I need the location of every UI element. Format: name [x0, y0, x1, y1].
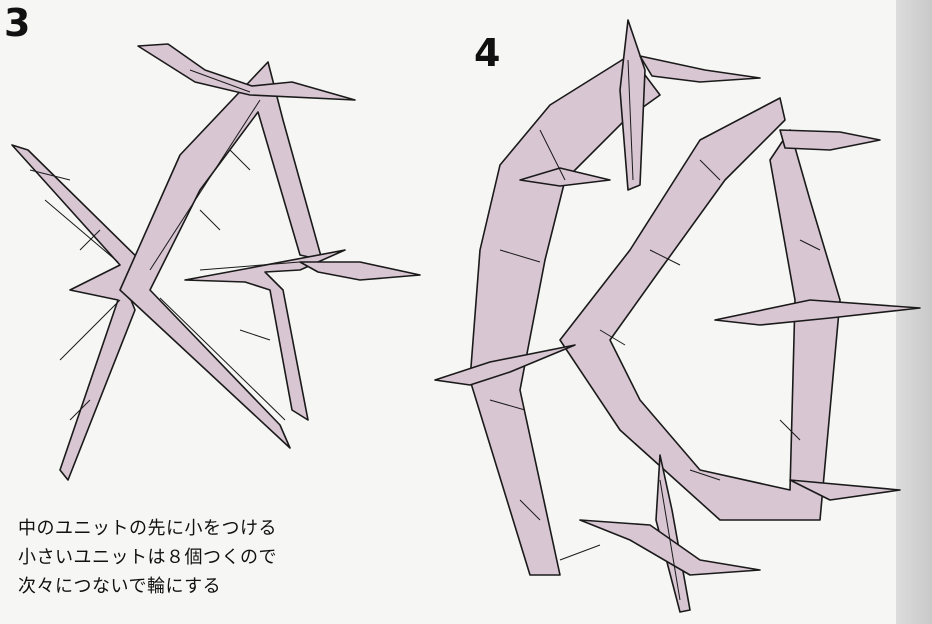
step-number-4: 4: [474, 34, 500, 72]
instruction-caption: 中のユニットの先に小をつける 小さいユニットは８個つくので 次々につないで輪にす…: [18, 514, 277, 601]
step3-small-unit-left: [12, 145, 150, 480]
step3-small-unit-top: [138, 44, 355, 100]
step3-small-unit-right: [185, 250, 345, 420]
step4-spike-top-arm: [640, 56, 760, 82]
step4-assembly: [435, 20, 920, 612]
step-number-3: 3: [4, 4, 30, 42]
step3-assembly: [12, 44, 420, 480]
caption-line-2: 小さいユニットは８個つくので: [18, 543, 277, 572]
step4-arm-upper-right: [780, 130, 880, 150]
caption-line-1: 中のユニットの先に小をつける: [18, 514, 277, 543]
step3-small-unit-right-arm: [300, 262, 420, 280]
caption-line-3: 次々につないで輪にする: [18, 572, 277, 601]
